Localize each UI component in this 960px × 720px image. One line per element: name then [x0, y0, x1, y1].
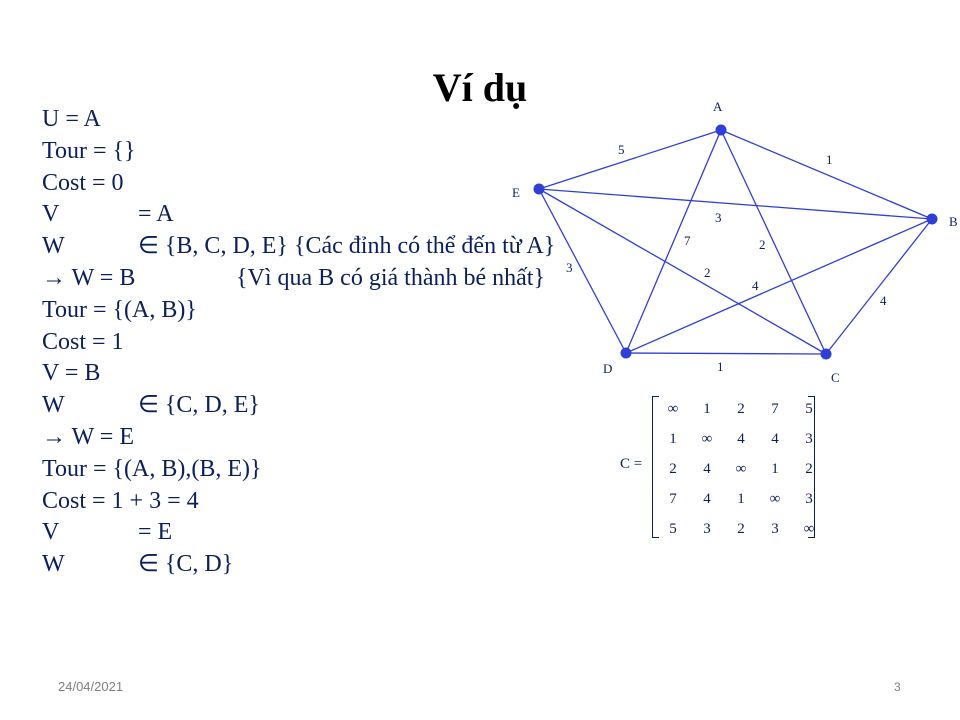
- step-text: Tour = {(A, B)}: [42, 296, 197, 323]
- step-detail: = A: [138, 201, 174, 228]
- step-text: W: [42, 233, 65, 260]
- step-text: → W = E: [42, 423, 134, 450]
- node-c: [820, 348, 832, 360]
- step-text: W: [42, 551, 65, 578]
- cost-matrix: C = ∞ 1 2 7 5 1 ∞ 4 4 3 2 4 ∞ 1 2 7 4 1 ∞ 3 5 3 2 3 ∞: [620, 394, 830, 542]
- node-label: B: [949, 214, 958, 229]
- node-label: A: [713, 99, 723, 114]
- edge-b-e: [538, 188, 933, 220]
- matrix-cell: 3: [771, 520, 779, 537]
- matrix-cell: 4: [703, 460, 711, 477]
- step-detail: {Vì qua B có giá thành bé nhất}: [236, 264, 545, 291]
- edge-weight: 1: [717, 359, 724, 374]
- edge-weight: 4: [752, 278, 759, 293]
- node-e: [533, 183, 545, 195]
- matrix-label: C =: [620, 456, 643, 472]
- matrix-cell: 7: [771, 400, 779, 417]
- matrix-cell: 1: [771, 460, 779, 477]
- matrix-cell: 4: [771, 430, 779, 447]
- step-text: V = B: [42, 360, 101, 387]
- step-detail: = E: [138, 519, 173, 546]
- edge-a-b: [720, 129, 933, 220]
- step-text: Cost = 0: [42, 169, 124, 196]
- edge-weight: 2: [704, 265, 711, 280]
- matrix-cell: 4: [703, 490, 711, 507]
- matrix-cell: 2: [737, 400, 745, 417]
- step-detail: ∈ {C, D}: [138, 551, 234, 578]
- edge-b-d: [625, 218, 933, 354]
- matrix-cell: 5: [669, 520, 677, 537]
- matrix-cell: 5: [805, 400, 813, 417]
- matrix-cell: ∞: [735, 460, 747, 477]
- matrix-cell: 7: [669, 490, 677, 507]
- step-text: Cost = 1: [42, 328, 124, 355]
- matrix-row: 2 4 ∞ 1 2: [656, 454, 826, 484]
- step-text: W: [42, 392, 65, 419]
- edge-weight: 4: [880, 293, 887, 308]
- step-text: U = A: [42, 106, 101, 132]
- edge-weight: 3: [566, 260, 573, 275]
- step-detail: ∈ {C, D, E}: [138, 392, 260, 419]
- node-a: [715, 124, 727, 136]
- matrix-cell: 2: [669, 460, 677, 477]
- node-label: C: [831, 370, 840, 385]
- step-text: Cost = 1 + 3 = 4: [42, 487, 199, 514]
- slide-date: 24/04/2021: [58, 679, 124, 694]
- matrix-table: ∞ 1 2 7 5 1 ∞ 4 4 3 2 4 ∞ 1 2 7 4 1 ∞ 3 5 3 2 3 ∞: [656, 394, 826, 544]
- node-b: [926, 213, 938, 225]
- edge-c-d: [625, 352, 827, 355]
- matrix-row: 5 3 2 3 ∞: [656, 514, 826, 544]
- matrix-cell: ∞: [803, 520, 815, 537]
- edge-a-e: [538, 129, 722, 190]
- edge-weight: 5: [618, 142, 625, 157]
- node-label: D: [603, 361, 612, 376]
- edge-c-e: [538, 188, 827, 355]
- edge-a-c: [720, 129, 827, 355]
- matrix-row: ∞ 1 2 7 5: [656, 394, 826, 424]
- matrix-cell: 3: [805, 430, 813, 447]
- step-text: V: [42, 201, 60, 228]
- edge-weight: 7: [684, 233, 691, 248]
- step-text: Tour = {(A, B),(B, E)}: [42, 455, 262, 482]
- edge-weight: 3: [715, 210, 722, 225]
- edge-weight: 1: [826, 152, 833, 167]
- edge-b-c: [825, 218, 933, 355]
- matrix-cell: 1: [669, 430, 677, 447]
- matrix-cell: 3: [805, 490, 813, 507]
- matrix-row: 1 ∞ 4 4 3: [656, 424, 826, 454]
- step-text: Tour = {}: [42, 137, 136, 164]
- edge-a-d: [625, 129, 722, 354]
- step-text: V: [42, 519, 60, 546]
- slide-page-number: 3: [894, 680, 901, 694]
- matrix-cell: 1: [703, 400, 711, 417]
- node-label: E: [512, 185, 520, 200]
- matrix-cell: 4: [737, 430, 745, 447]
- matrix-cell: 2: [737, 520, 745, 537]
- matrix-right-bracket: [808, 396, 815, 538]
- matrix-cell: ∞: [769, 490, 781, 507]
- matrix-left-bracket: [652, 396, 659, 538]
- slide-title: Ví dụ: [432, 65, 528, 110]
- edge-weight: 2: [759, 237, 766, 252]
- node-d: [620, 347, 632, 359]
- step-text: → W = B: [42, 264, 136, 291]
- matrix-row: 7 4 1 ∞ 3: [656, 484, 826, 514]
- matrix-cell: ∞: [701, 430, 713, 447]
- matrix-cell: ∞: [667, 400, 679, 417]
- matrix-cell: 3: [703, 520, 711, 537]
- matrix-cell: 1: [737, 490, 745, 507]
- matrix-cell: 2: [805, 460, 813, 477]
- edge-d-e: [538, 188, 627, 354]
- step-detail: ∈ {B, C, D, E} {Các đỉnh có thể đến từ A…: [138, 233, 556, 260]
